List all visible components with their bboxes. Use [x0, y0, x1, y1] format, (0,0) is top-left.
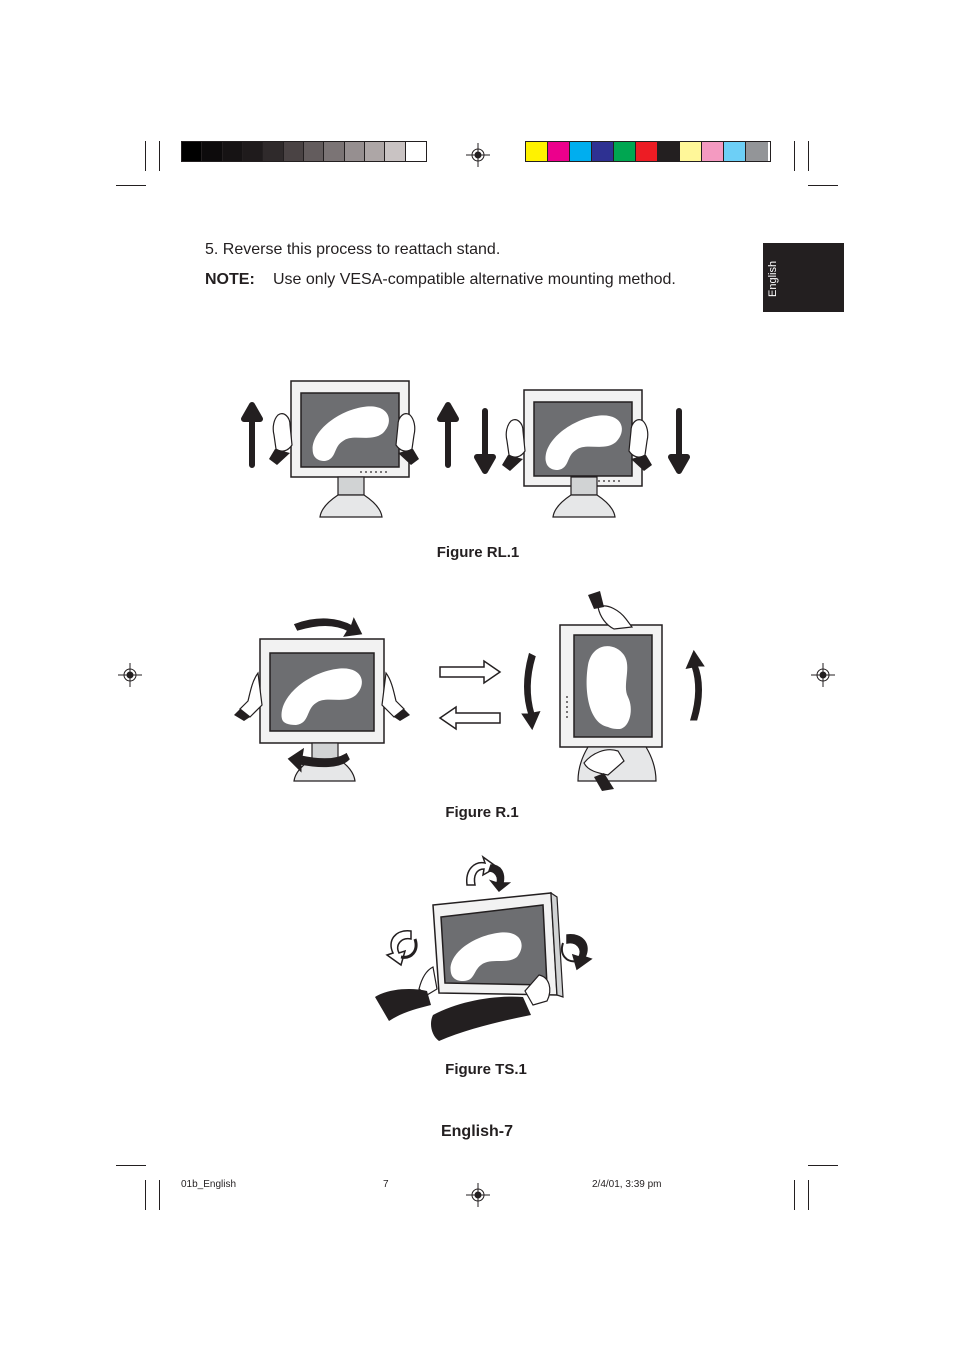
figure-r1-illustration	[234, 591, 705, 791]
figure-ts1-caption: Figure TS.1	[445, 1061, 527, 1078]
registration-mark-icon	[811, 663, 835, 687]
gray-swatch	[202, 142, 223, 161]
footer-timestamp: 2/4/01, 3:39 pm	[592, 1179, 662, 1190]
page-number: English-7	[440, 1123, 513, 1140]
color-swatch	[680, 142, 702, 161]
crop-mark	[159, 141, 160, 171]
crop-mark	[145, 141, 146, 171]
note: NOTE: Use only VESA-compatible alternativ…	[205, 271, 676, 289]
crop-mark	[145, 1180, 146, 1210]
registration-mark-icon	[118, 663, 142, 687]
crop-mark	[794, 141, 795, 171]
gray-swatch	[243, 142, 264, 161]
note-text: Use only VESA-compatible alternative mou…	[273, 271, 676, 288]
registration-mark-icon	[466, 143, 490, 167]
color-swatch	[746, 142, 768, 161]
figure-rl1-caption: Figure RL.1	[436, 544, 520, 561]
gray-swatch	[283, 142, 305, 161]
gray-swatch	[222, 142, 244, 161]
crop-mark	[808, 141, 809, 171]
language-tab-label: English	[767, 260, 779, 297]
note-label: NOTE:	[205, 271, 255, 288]
grayscale-calibration-bar	[181, 141, 427, 162]
color-swatch	[592, 142, 614, 161]
color-swatch	[658, 142, 680, 161]
color-calibration-bar	[525, 141, 771, 162]
color-swatch	[526, 142, 548, 161]
crop-mark	[794, 1180, 795, 1210]
color-swatch	[548, 142, 570, 161]
gray-swatch	[385, 142, 406, 161]
gray-swatch	[304, 142, 325, 161]
gray-swatch	[344, 142, 366, 161]
crop-mark	[116, 1165, 146, 1166]
color-swatch	[570, 142, 592, 161]
footer-filename: 01b_English	[181, 1179, 237, 1190]
gray-swatch	[182, 142, 203, 161]
crop-mark	[116, 185, 146, 186]
figure-ts1-illustration	[375, 855, 593, 1041]
crop-mark	[808, 1165, 838, 1166]
footer-page: 7	[383, 1179, 389, 1190]
gray-swatch	[365, 142, 386, 161]
color-swatch	[614, 142, 636, 161]
color-swatch	[724, 142, 746, 161]
language-tab: English	[763, 243, 844, 312]
crop-mark	[159, 1180, 160, 1210]
registration-mark-icon	[466, 1183, 490, 1207]
figure-rl1-illustration	[241, 380, 690, 518]
figure-r1-caption: Figure R.1	[445, 804, 519, 821]
color-swatch	[636, 142, 658, 161]
gray-swatch	[405, 142, 427, 161]
crop-mark	[808, 185, 838, 186]
color-swatch	[702, 142, 724, 161]
gray-swatch	[263, 142, 284, 161]
instruction-step-5: 5. Reverse this process to reattach stan…	[205, 241, 501, 258]
gray-swatch	[324, 142, 345, 161]
crop-mark	[808, 1180, 809, 1210]
